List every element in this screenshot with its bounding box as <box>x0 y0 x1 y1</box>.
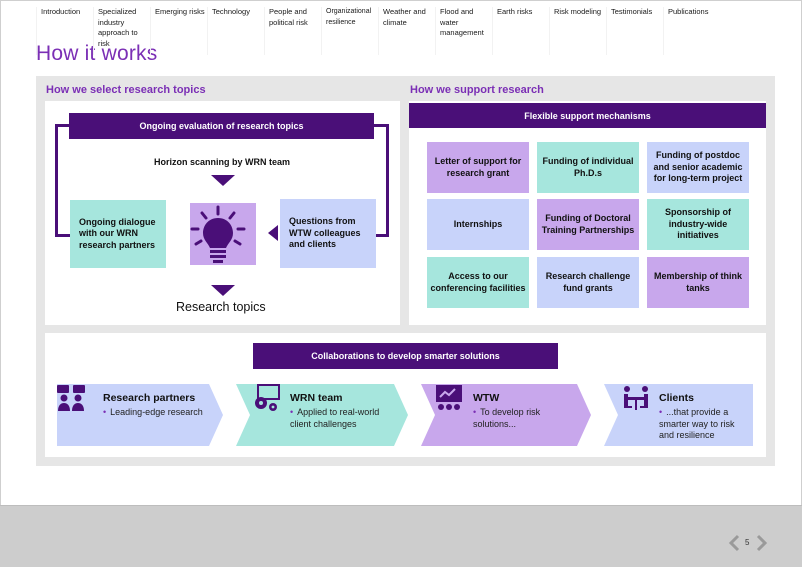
select-topics-heading: How we select research topics <box>46 84 206 96</box>
people-chat-icon <box>57 385 85 411</box>
loop-line-top-right <box>374 124 389 127</box>
arrow-down-icon <box>211 175 235 186</box>
mechanism-card: Letter of support for research grant <box>427 142 529 193</box>
page-title: How it works <box>36 42 158 65</box>
step-description: To develop risk solutions... <box>473 407 541 429</box>
previous-page-icon[interactable] <box>727 534 741 552</box>
loop-line-bottom-left <box>55 234 71 237</box>
footer-nav-flood-water[interactable]: Flood and water management <box>435 7 491 55</box>
step-title: WRN team <box>290 392 343 404</box>
footer-nav-bar <box>0 505 802 567</box>
questions-label: Questions from WTW colleagues and client… <box>289 216 361 250</box>
lightbulb-icon <box>190 205 246 263</box>
chevron-shape <box>57 384 223 446</box>
arrow-left-icon <box>268 225 278 241</box>
footer-nav-publications[interactable]: Publications <box>663 7 723 55</box>
next-page-icon[interactable] <box>755 534 769 552</box>
loop-line-bottom-right <box>376 234 389 237</box>
footer-nav-earth-risks[interactable]: Earth risks <box>492 7 548 55</box>
evaluation-banner: Ongoing evaluation of research topics <box>69 113 374 139</box>
mechanism-card: Research challenge fund grants <box>537 257 639 308</box>
step-description: ...that provide a smarter way to risk an… <box>659 407 735 440</box>
bullet-icon: • <box>473 407 477 417</box>
bullet-icon: • <box>659 407 663 417</box>
collaborations-banner: Collaborations to develop smarter soluti… <box>253 343 558 369</box>
gears-screen-icon <box>255 384 280 411</box>
mechanism-card: Sponsorship of industry-wide initiatives <box>647 199 749 250</box>
mechanism-card: Funding of postdoc and senior academic f… <box>647 142 749 193</box>
step-title: WTW <box>473 392 500 404</box>
presentation-icon <box>436 385 462 410</box>
dialogue-box: Ongoing dialogue with our WRN research p… <box>70 200 166 268</box>
footer-nav-risk-modeling[interactable]: Risk modeling <box>549 7 605 55</box>
collab-step-clients: Clients •...that provide a smarter way t… <box>604 384 753 446</box>
meeting-table-icon <box>624 386 648 410</box>
mechanism-card: Funding of Doctoral Training Partnership… <box>537 199 639 250</box>
step-title: Research partners <box>103 392 196 404</box>
footer-nav-organizational-resilience[interactable]: Organizational resilience <box>321 7 377 55</box>
horizon-scanning-label: Horizon scanning by WRN team <box>154 157 291 167</box>
footer-nav-specialized-industry[interactable]: Specialized industry approach to risk <box>93 7 148 55</box>
mechanism-card: Membership of think tanks <box>647 257 749 308</box>
support-research-heading: How we support research <box>410 84 544 96</box>
mechanism-card: Funding of individual Ph.D.s <box>537 142 639 193</box>
footer-nav-people-political[interactable]: People and political risk <box>264 7 319 55</box>
flexible-support-banner: Flexible support mechanisms <box>409 103 766 128</box>
loop-line-left <box>55 124 58 237</box>
research-topics-label: Research topics <box>176 300 266 314</box>
page-number: 5 <box>745 538 750 547</box>
bullet-icon: • <box>290 407 294 417</box>
collab-step-wtw: WTW •To develop risk solutions... <box>421 384 591 446</box>
footer-nav-testimonials[interactable]: Testimonials <box>606 7 662 55</box>
bullet-icon: • <box>103 407 107 417</box>
loop-line-top-left <box>55 124 70 127</box>
step-description: Applied to real-world client challenges <box>290 407 380 429</box>
footer-nav-weather-climate[interactable]: Weather and climate <box>378 7 433 55</box>
dialogue-label: Ongoing dialogue with our WRN research p… <box>79 216 156 250</box>
footer-nav-introduction[interactable]: Introduction <box>36 7 92 55</box>
footer-nav-technology[interactable]: Technology <box>207 7 262 55</box>
loop-line-right <box>386 124 389 237</box>
step-description: Leading-edge research <box>110 407 203 417</box>
chevron-shape <box>421 384 591 446</box>
step-title: Clients <box>659 392 695 404</box>
collab-step-wrn-team: WRN team •Applied to real-world client c… <box>236 384 408 446</box>
arrow-down-icon <box>211 285 235 296</box>
questions-box: Questions from WTW colleagues and client… <box>280 199 376 268</box>
mechanism-card: Internships <box>427 199 529 250</box>
collab-step-research-partners: Research partners •Leading-edge research <box>57 384 223 446</box>
mechanism-card: Access to our conferencing facilities <box>427 257 529 308</box>
footer-nav-emerging-risks[interactable]: Emerging risks <box>150 7 205 55</box>
